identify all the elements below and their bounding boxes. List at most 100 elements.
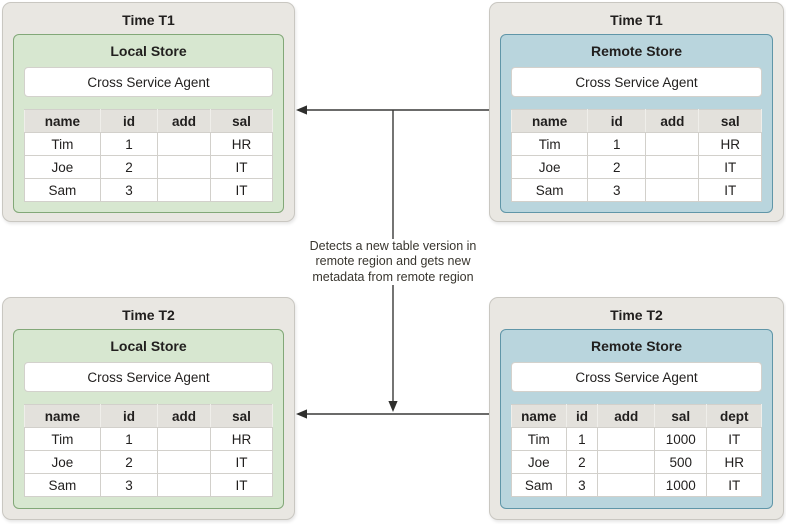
table-header-cell: add: [645, 109, 700, 133]
agent-label: Cross Service Agent: [87, 369, 210, 385]
table-cell: 1: [565, 427, 599, 451]
table-cell: [597, 473, 656, 497]
table-header-cell: name: [24, 404, 101, 428]
table-header-cell: add: [157, 109, 211, 133]
table-cell: Tim: [510, 132, 589, 156]
cross-service-agent-box: Cross Service Agent: [24, 67, 273, 97]
table-header-cell: add: [157, 404, 211, 428]
table-cell: 3: [587, 178, 647, 202]
table-cell: [157, 155, 211, 179]
table-cell: IT: [698, 155, 762, 179]
table-header-cell: name: [24, 109, 101, 133]
table-cell: 2: [99, 450, 159, 474]
table-header-cell: id: [99, 404, 159, 428]
table-header-cell: name: [510, 109, 589, 133]
annotation-line: remote region and gets new: [315, 254, 471, 269]
table-cell: 1000: [654, 427, 708, 451]
table-cell: [157, 132, 211, 156]
store-title: Remote Store: [590, 43, 683, 59]
table-cell: 1000: [654, 473, 708, 497]
panel-t2-local: Time T2 Local Store Cross Service Agent …: [2, 297, 295, 520]
cross-service-agent-box: Cross Service Agent: [511, 362, 762, 392]
table-header-cell: id: [587, 109, 647, 133]
table-header-cell: sal: [698, 109, 762, 133]
table-cell: IT: [209, 178, 274, 202]
table-cell: IT: [209, 155, 274, 179]
table-cell: HR: [209, 132, 274, 156]
table-cell: IT: [706, 473, 762, 497]
agent-label: Cross Service Agent: [575, 369, 698, 385]
table-cell: [597, 427, 656, 451]
table-cell: 1: [99, 132, 159, 156]
store-title: Local Store: [110, 43, 187, 59]
table-cell: Tim: [24, 132, 101, 156]
table-cell: 1: [99, 427, 159, 451]
table-cell: HR: [209, 427, 274, 451]
table-cell: 2: [565, 450, 599, 474]
table-cell: Joe: [510, 155, 589, 179]
table-cell: HR: [706, 450, 762, 474]
table-cell: Tim: [511, 427, 567, 451]
table-cell: Sam: [511, 473, 567, 497]
table-cell: Tim: [24, 427, 101, 451]
agent-label: Cross Service Agent: [87, 74, 210, 90]
arrow-t2-remote-to-local: [296, 409, 489, 419]
table-cell: [157, 450, 211, 474]
table-cell: HR: [698, 132, 762, 156]
table-header-cell: sal: [654, 404, 708, 428]
arrow-t1-remote-to-local: [296, 105, 489, 115]
table-header-cell: id: [565, 404, 599, 428]
panel-title: Time T1: [122, 12, 175, 28]
table-cell: 2: [99, 155, 159, 179]
table-cell: Joe: [511, 450, 567, 474]
annotation-line: Detects a new table version in: [309, 239, 477, 253]
annotation-text: Detects a new table version in remote re…: [283, 239, 503, 285]
table-cell: Sam: [510, 178, 589, 202]
table-cell: [157, 178, 211, 202]
table-cell: [645, 178, 700, 202]
table-header-cell: sal: [209, 404, 274, 428]
table-cell: IT: [698, 178, 762, 202]
panel-title: Time T2: [122, 307, 175, 323]
table-cell: 500: [654, 450, 708, 474]
table-cell: [597, 450, 656, 474]
table-cell: IT: [209, 473, 274, 497]
panel-title: Time T1: [610, 12, 663, 28]
table-cell: 3: [99, 178, 159, 202]
cross-service-agent-box: Cross Service Agent: [511, 67, 762, 97]
table-cell: 3: [565, 473, 599, 497]
arrowhead-down-icon: [388, 401, 398, 412]
table-header-cell: sal: [209, 109, 274, 133]
table-cell: IT: [209, 450, 274, 474]
table-cell: [157, 427, 211, 451]
table-cell: 3: [99, 473, 159, 497]
table-cell: Joe: [24, 155, 101, 179]
table-cell: [645, 155, 700, 179]
table-header-cell: dept: [706, 404, 762, 428]
panel-t1-remote: Time T1 Remote Store Cross Service Agent…: [489, 2, 784, 222]
table-cell: Sam: [24, 178, 101, 202]
table-cell: Joe: [24, 450, 101, 474]
